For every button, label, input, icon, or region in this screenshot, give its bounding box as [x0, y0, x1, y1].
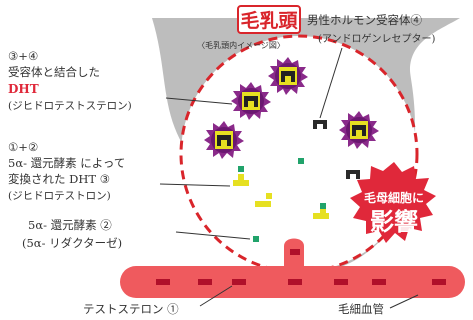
- vessel-cell-icon: [198, 279, 212, 285]
- enzyme-icon: [253, 236, 259, 242]
- vessel-cell-icon: [232, 279, 246, 285]
- page-title: 毛乳頭: [240, 9, 298, 32]
- vessel-cell-icon: [288, 279, 302, 285]
- dht-icon: [313, 213, 329, 219]
- enzyme-icon: [238, 166, 244, 172]
- enzyme-icon: [298, 158, 304, 164]
- dht-icon: [255, 201, 271, 207]
- vessel-cell-icon: [432, 279, 446, 285]
- receptor-label-line2: (アンドロゲンレセプター): [318, 33, 436, 45]
- dht-icon: [266, 193, 272, 199]
- vessel-cell-icon: [290, 249, 300, 255]
- enzyme-label-line1: 5α- 還元酵素 ②: [28, 218, 112, 232]
- subtitle: 〈毛乳頭内イメージ図〉: [197, 40, 285, 50]
- dht-icon: [320, 207, 326, 213]
- dht-convert-label-line1: ①+②: [8, 140, 38, 154]
- vessel-cell-icon: [334, 279, 348, 285]
- dht-icon: [233, 174, 249, 186]
- enzyme-label-line2: (5α- リダクターゼ): [22, 236, 122, 250]
- leader-line: [175, 231, 251, 240]
- badge-shape: [350, 162, 436, 243]
- badge-line1: 毛母細胞に: [364, 190, 424, 205]
- dht-convert-label-line4: (ジヒドロテストロン): [8, 190, 111, 202]
- badge-line2: 影響: [370, 208, 418, 236]
- leader-line: [199, 285, 233, 307]
- dht-bound-label-line3: DHT: [8, 82, 39, 96]
- dht-bound-label-line2: 受容体と結合した: [8, 65, 100, 79]
- dht-bound-label-line4: (ジヒドロテストステロン): [8, 100, 132, 112]
- dht-convert-label-line3: 変換された DHT ③: [8, 172, 110, 186]
- dht-convert-label-line2: 5α- 還元酵素 によって: [8, 156, 125, 170]
- leader-line: [159, 183, 231, 187]
- leader-line: [165, 97, 233, 105]
- capillary-label: 毛細血管: [338, 302, 384, 316]
- receptor-label-line1: 男性ホルモン受容体④: [307, 13, 422, 27]
- leader-line: [389, 294, 419, 309]
- enzyme-icon: [320, 203, 326, 209]
- title-box: [237, 5, 301, 34]
- testosterone-label: テストステロン ①: [83, 302, 179, 316]
- leader-line: [319, 47, 343, 119]
- vessel-cell-icon: [156, 279, 170, 285]
- dht-bound-label-line1: ③+④: [8, 49, 38, 63]
- vessel-cell-icon: [372, 279, 386, 285]
